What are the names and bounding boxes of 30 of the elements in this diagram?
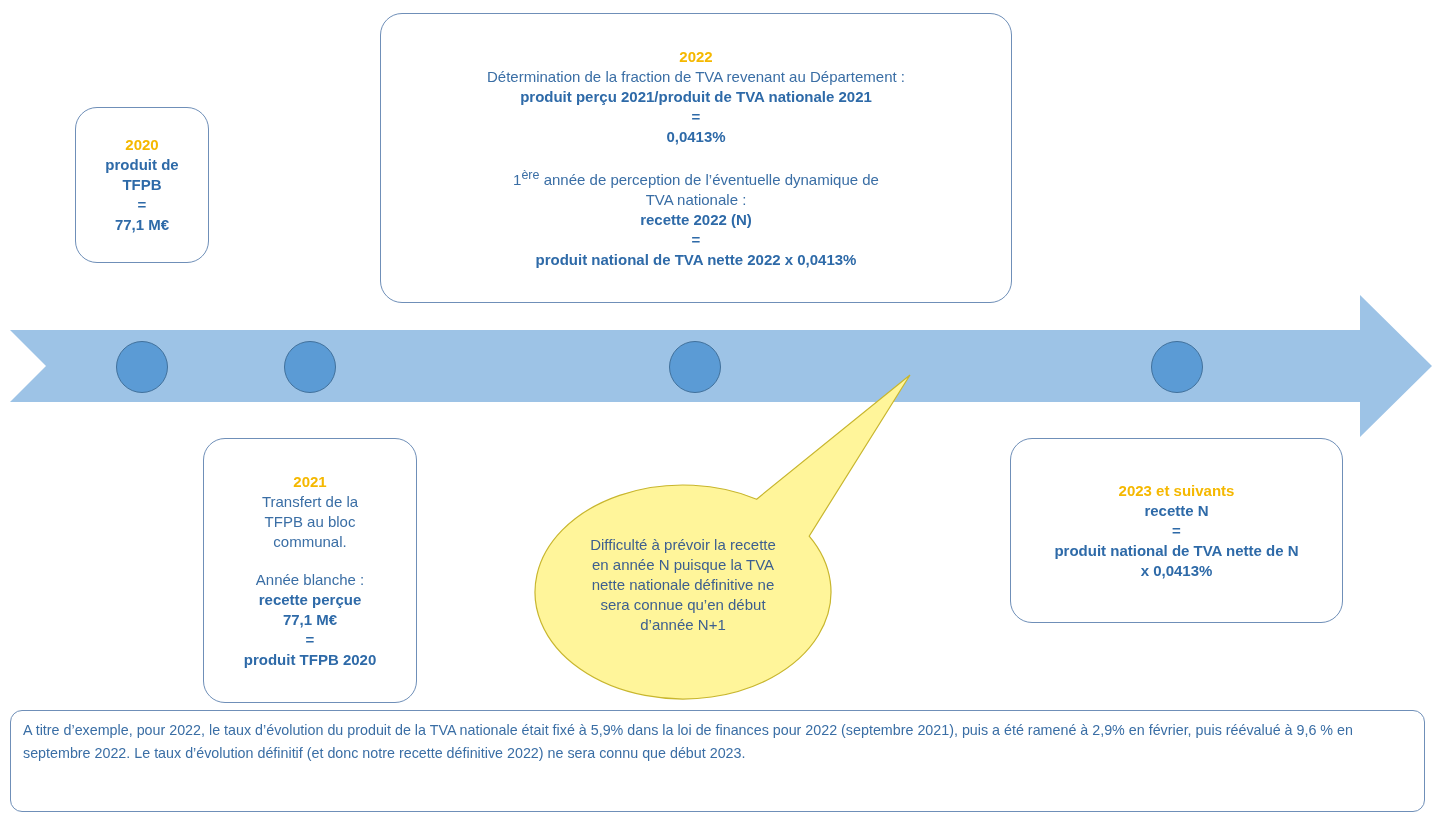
year-heading: 2023 et suivants (1118, 480, 1235, 501)
equals-sign: = (1172, 520, 1181, 541)
year-heading: 2020 (125, 135, 159, 155)
card-text: produit TFPB 2020 (243, 649, 377, 670)
milestone-card (380, 13, 1012, 303)
card-text: produit de TFPB (104, 155, 180, 195)
milestone-card (203, 438, 417, 703)
card-text: Transfert de la TFPB au bloc communal. (260, 491, 360, 552)
card-text: produit national de TVA nette de N x 0,0413% (1053, 540, 1300, 581)
card-text: produit perçu 2021/produit de TVA nationale 2021 (520, 86, 872, 107)
year-heading: 2022 (679, 46, 713, 67)
equals-sign: = (305, 629, 315, 650)
card-text: 0,0413% (666, 126, 726, 147)
card-text: recette perçue 77,1 M€ (257, 589, 363, 630)
milestone-card (75, 107, 209, 263)
card-text: recette N (1144, 500, 1209, 521)
milestone-card (1010, 438, 1343, 623)
equals-sign: = (691, 229, 701, 250)
year-heading: 2021 (293, 471, 327, 492)
card-text: Année blanche : (255, 569, 365, 590)
note-text: A titre d’exemple, pour 2022, le taux d’évolution du produit de la TVA nationale était fixé à 5,9% dans la loi de finances pour 2022 (septembre 2021), puis a été ramené à 2,9% en février, puis réévalué à 9,6 % en septembre 2022. Le taux d’évolution définitif (et donc notre recette définitive 2022) ne sera connu que début 2023. (23, 721, 1354, 763)
equals-sign: = (137, 195, 147, 215)
card-text: produit national de TVA nette 2022 x 0,0413% (535, 249, 857, 270)
card-text: 77,1 M€ (114, 215, 170, 235)
bubble-text: Difficulté à prévoir la recette en année N puisque la TVA nette nationale définitive ne sera connue qu’en début d’année N+1 (589, 535, 777, 635)
note-box (10, 710, 1425, 812)
card-text: Détermination de la fraction de TVA revenant au Département : (487, 66, 905, 87)
equals-sign: = (691, 106, 701, 127)
card-text: 1$^{ère}$ année de perception de l’éventuelle dynamique de TVA nationale : (512, 166, 880, 210)
card-text: recette 2022 (N) (640, 209, 752, 230)
